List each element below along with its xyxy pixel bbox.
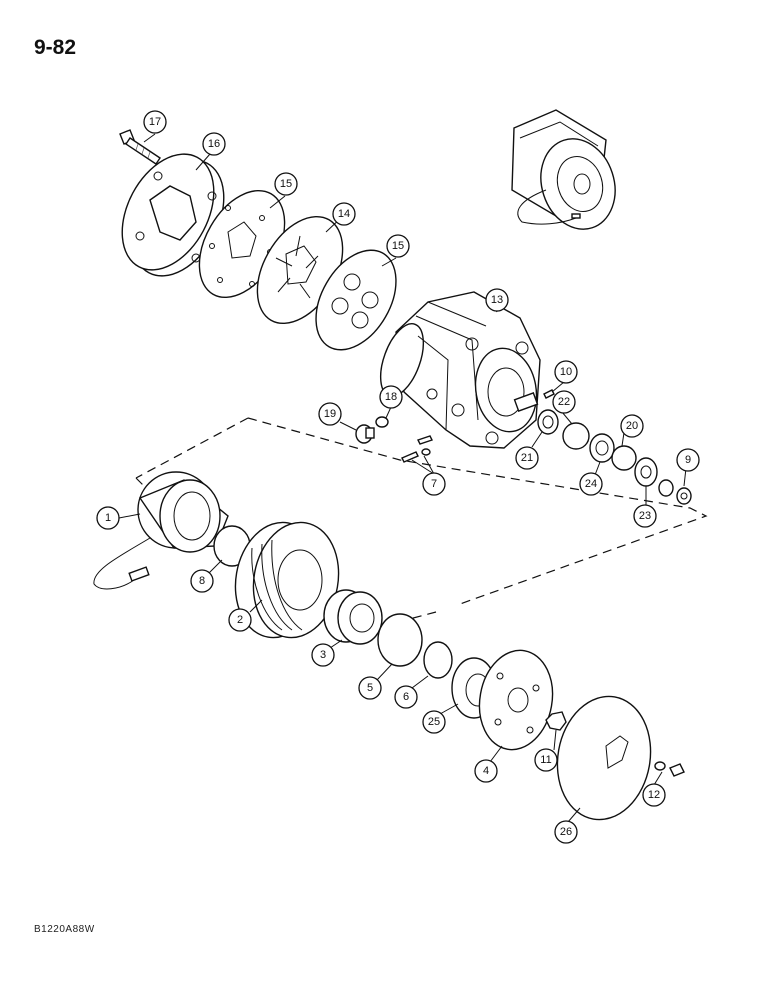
pulley-snap-ring [423, 641, 453, 679]
callout-20: 20 [620, 414, 644, 438]
callout-16: 16 [202, 132, 226, 156]
svg-text:16: 16 [208, 138, 220, 150]
callout-5: 5 [358, 676, 382, 700]
snap-ring [562, 422, 590, 450]
svg-text:15: 15 [280, 178, 292, 190]
callout-22: 22 [552, 390, 576, 414]
svg-text:12: 12 [648, 789, 660, 801]
callout-15-lower: 15 [386, 234, 410, 258]
svg-text:25: 25 [428, 716, 440, 728]
drive-hub [121, 153, 225, 277]
cover-screw [654, 761, 685, 777]
svg-text:18: 18 [385, 391, 397, 403]
svg-text:21: 21 [521, 452, 533, 464]
pulley [234, 521, 340, 639]
svg-text:5: 5 [367, 682, 373, 694]
field-coil [93, 471, 229, 590]
callout-6: 6 [394, 685, 418, 709]
figure-code: B1220A88W [34, 924, 95, 935]
callout-21: 21 [515, 446, 539, 470]
callout-1: 1 [96, 506, 120, 530]
svg-text:17: 17 [149, 116, 161, 128]
plug [355, 424, 375, 444]
callout-19: 19 [318, 402, 342, 426]
screw-set [401, 435, 433, 463]
o-ring [375, 416, 389, 428]
svg-text:24: 24 [585, 478, 597, 490]
svg-text:23: 23 [639, 510, 651, 522]
callout-15-upper: 15 [274, 172, 298, 196]
callout-14: 14 [332, 202, 356, 226]
callout-9: 9 [676, 448, 700, 472]
felt-seal [634, 457, 658, 487]
svg-text:6: 6 [403, 691, 409, 703]
callout-17: 17 [143, 110, 167, 134]
clutch-cover [556, 695, 652, 821]
callout-12: 12 [642, 783, 666, 807]
svg-text:22: 22 [558, 396, 570, 408]
compressor-body [379, 291, 541, 449]
washers [658, 479, 692, 505]
pulley-bearing [323, 589, 383, 645]
callout-10: 10 [554, 360, 578, 384]
shaft-seal [537, 409, 559, 435]
callout-18: 18 [379, 385, 403, 409]
callout-2: 2 [228, 608, 252, 632]
clutch-group-outline [135, 417, 708, 633]
svg-text:3: 3 [320, 649, 326, 661]
svg-text:15: 15 [392, 240, 404, 252]
shim-lower [315, 249, 397, 351]
svg-text:7: 7 [431, 478, 437, 490]
key [543, 389, 555, 399]
svg-text:10: 10 [560, 366, 572, 378]
callout-8: 8 [190, 569, 214, 593]
callout-26: 26 [554, 820, 578, 844]
svg-text:11: 11 [540, 754, 551, 766]
shaft-nut [545, 711, 567, 731]
assembled-compressor-inset [511, 109, 616, 230]
bolt [119, 129, 161, 165]
callout-13: 13 [485, 288, 509, 312]
callout-11: 11 [534, 748, 558, 772]
svg-text:13: 13 [491, 294, 503, 306]
callout-7: 7 [422, 472, 446, 496]
svg-text:4: 4 [483, 765, 489, 777]
snap-ring-outer [611, 445, 637, 471]
page-number: 9-82 [34, 36, 77, 59]
callout-24: 24 [579, 472, 603, 496]
armature-plate [478, 649, 554, 751]
seal-seat [589, 433, 615, 463]
callout-25: 25 [422, 710, 446, 734]
svg-text:8: 8 [199, 575, 205, 587]
svg-text:26: 26 [560, 826, 572, 838]
svg-text:20: 20 [626, 420, 638, 432]
callout-23: 23 [633, 504, 657, 528]
svg-text:19: 19 [324, 408, 336, 420]
callout-3: 3 [311, 643, 335, 667]
svg-text:2: 2 [237, 614, 243, 626]
svg-text:1: 1 [105, 512, 111, 524]
callout-4: 4 [474, 759, 498, 783]
bearing-snap-ring [377, 613, 423, 667]
svg-text:14: 14 [338, 208, 350, 220]
svg-text:9: 9 [685, 454, 691, 466]
